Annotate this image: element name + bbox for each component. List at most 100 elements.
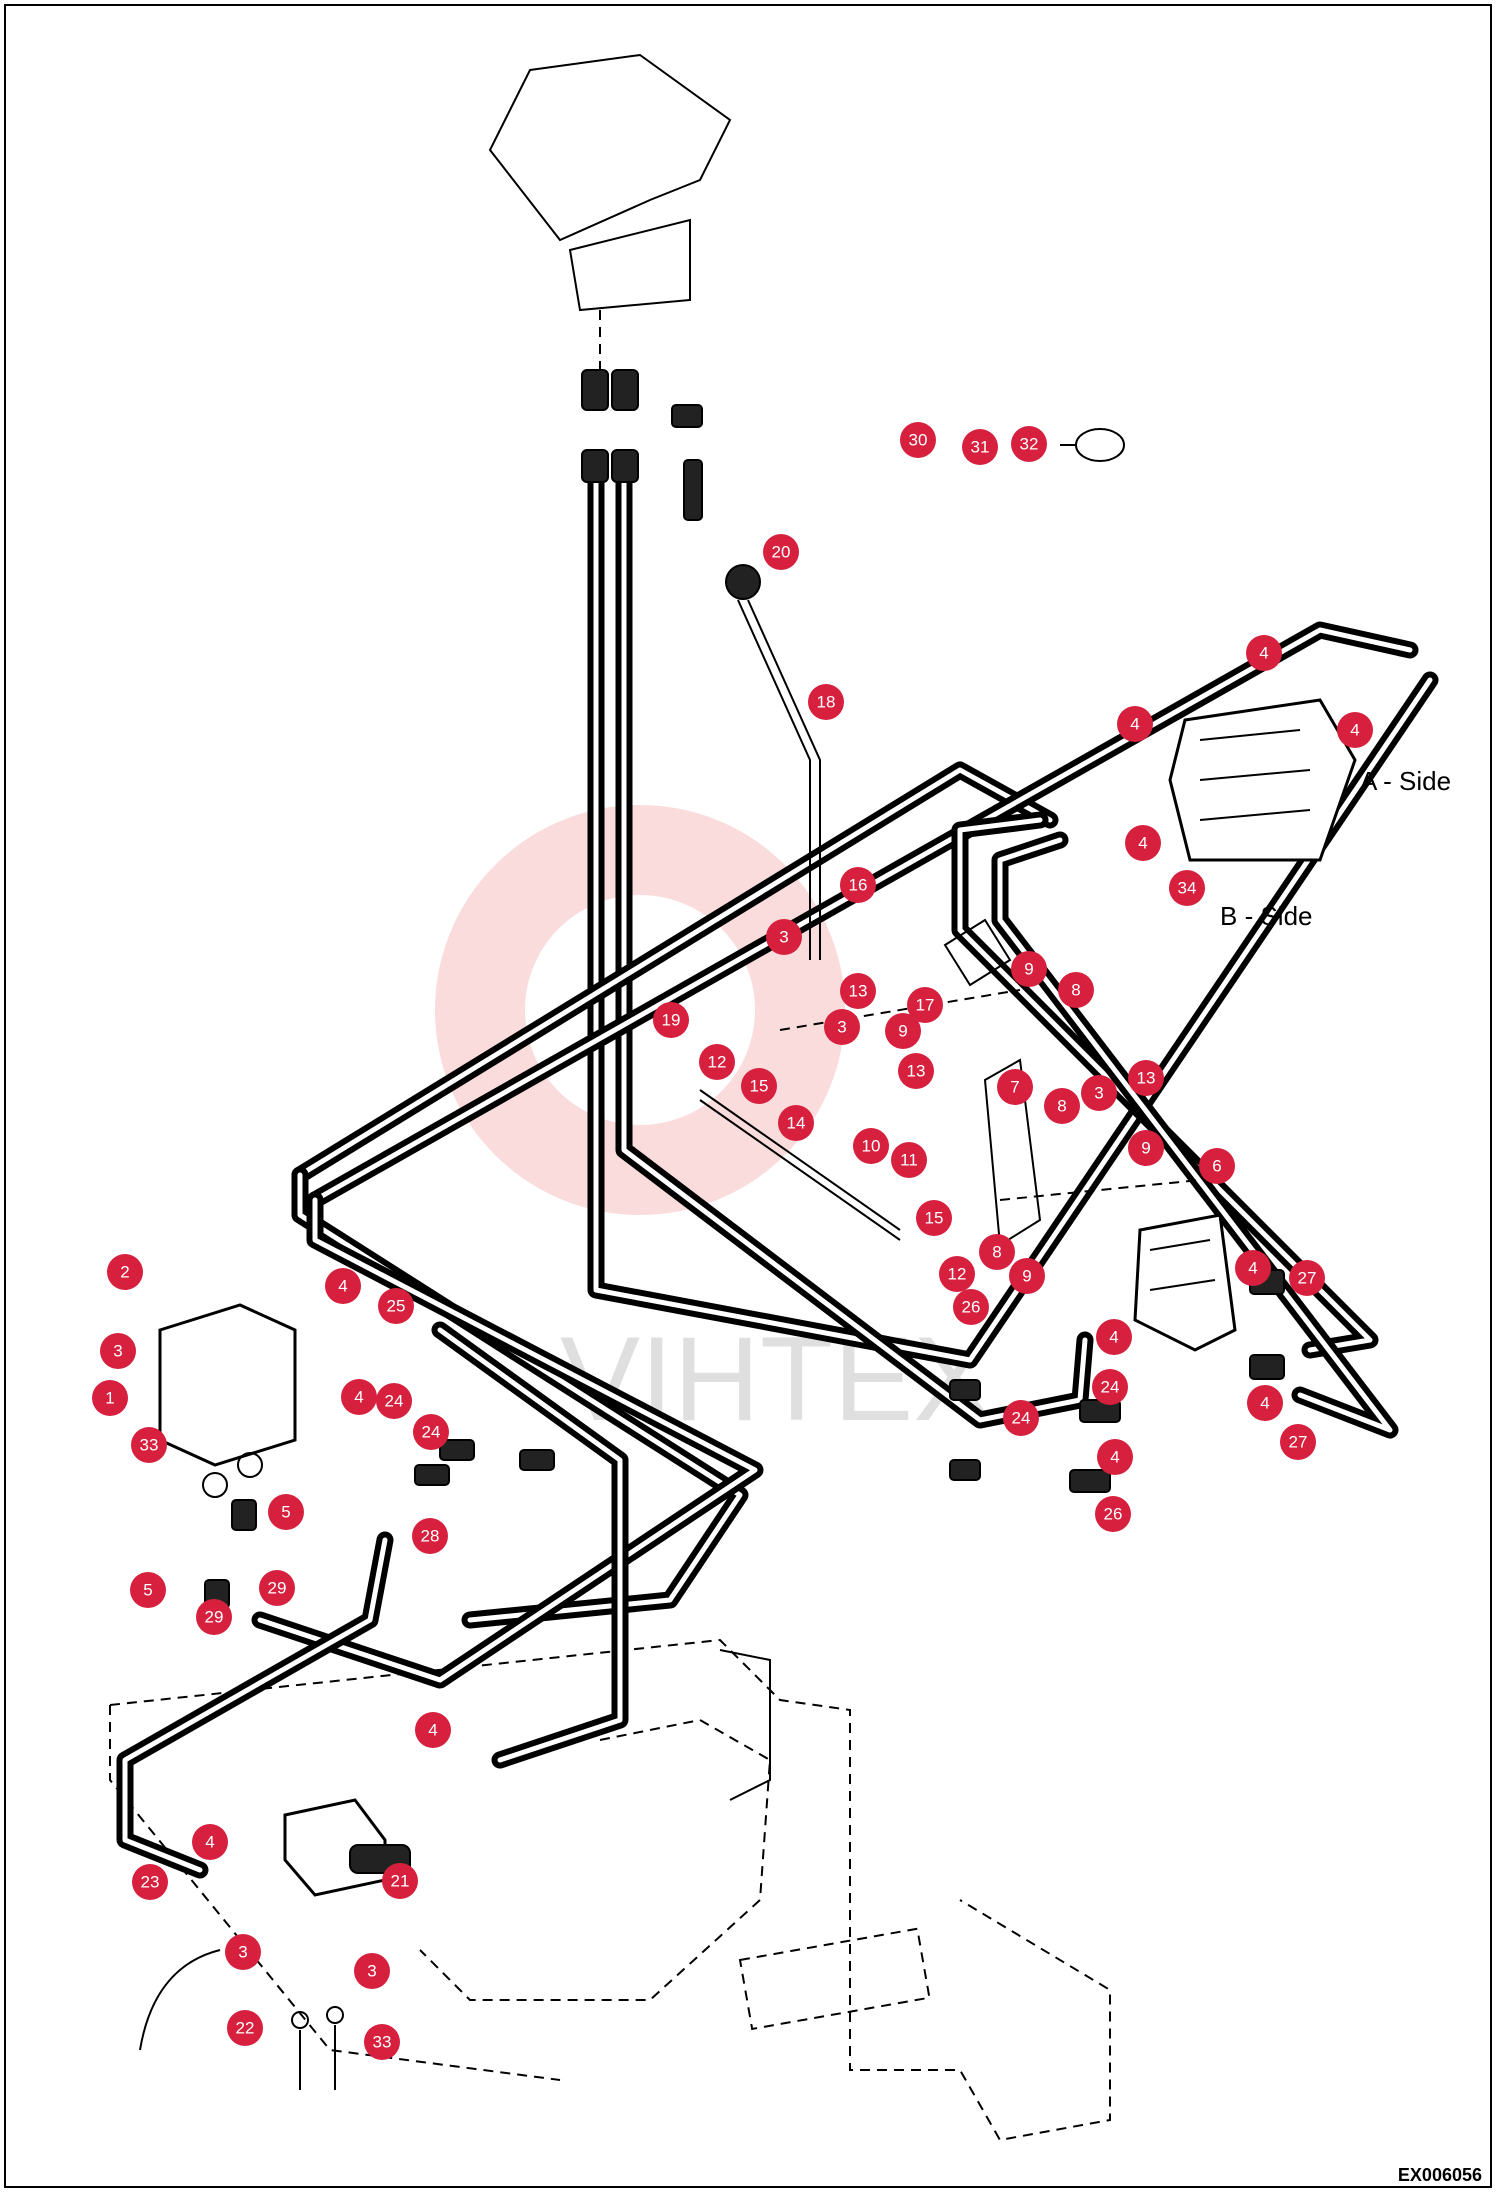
callout-c8c: 8 [979,1234,1015,1270]
callout-badge-circle [1169,870,1205,906]
callout-badge-circle [1247,1385,1283,1421]
callout-badge-circle [413,1414,449,1450]
callout-badge-circle [939,1256,975,1292]
callout-badge-circle [131,1427,167,1463]
callout-c3d: 3 [100,1333,136,1369]
callout-badge-circle [92,1380,128,1416]
callout-badge-label: 4 [338,1277,347,1296]
callout-c13c: 13 [1128,1060,1164,1096]
callout-badge-circle [853,1128,889,1164]
control-lever [725,564,821,960]
callout-badge-label: 25 [387,1297,406,1316]
callout-badge-circle [1095,1496,1131,1532]
side-label-a: A - Side [1360,766,1451,796]
callout-c24a: 24 [1092,1369,1128,1405]
hose-clamp [1060,428,1125,462]
callout-c8b: 8 [1044,1088,1080,1124]
callout-badge-label: 33 [140,1436,159,1455]
callout-c33a: 33 [131,1427,167,1463]
callout-badge-label: 1 [105,1389,114,1408]
pilot-valve-assembly [488,53,732,521]
callout-badge-circle [1044,1088,1080,1124]
callout-badge-circle [382,1863,418,1899]
callout-badge-label: 3 [238,1943,247,1962]
callout-c3c: 3 [1081,1075,1117,1111]
callout-badge-label: 3 [113,1342,122,1361]
callout-badge-circle [1235,1250,1271,1286]
callout-badge-label: 11 [900,1151,918,1170]
callout-c15b: 15 [916,1200,952,1236]
callout-badge-label: 2 [120,1263,129,1282]
callout-badge-label: 17 [916,996,935,1015]
callout-c3e: 3 [225,1934,261,1970]
callout-badge-circle [1125,825,1161,861]
callout-badge-label: 18 [817,693,836,712]
callout-badge-circle [741,1068,777,1104]
shuttle-valve-bracket [158,1303,297,1609]
callout-badge-label: 7 [1010,1078,1019,1097]
callout-badge-circle [1280,1424,1316,1460]
callout-badge-circle [840,973,876,1009]
callout-badge-label: 30 [909,431,928,450]
callout-c33b: 33 [364,2024,400,2060]
callout-c24b: 24 [1003,1400,1039,1436]
callout-c3b: 3 [824,1009,860,1045]
callout-badge-circle [130,1572,166,1608]
callout-badge-circle [962,429,998,465]
callout-badge-label: 4 [205,1833,214,1852]
callout-badge-label: 26 [1104,1505,1123,1524]
callout-badge-circle [1337,712,1373,748]
chassis-outline [109,1638,1111,2142]
callout-badge-label: 4 [1138,834,1147,853]
callout-badge-circle [1289,1260,1325,1296]
callout-badge-circle [415,1712,451,1748]
callout-badge-label: 9 [1141,1139,1150,1158]
callout-c4l: 4 [192,1824,228,1860]
callout-badge-circle [1096,1319,1132,1355]
valve-block [1133,1213,1237,1352]
callout-badge-label: 16 [849,876,868,895]
callout-c22: 22 [227,2010,263,2046]
drawing-frame [4,4,1492,2188]
callout-badge-label: 33 [373,2033,392,2052]
callout-badge-label: 4 [1260,1394,1269,1413]
callout-badge-circle [885,1013,921,1049]
callout-badge-circle [900,422,936,458]
callout-badge-label: 5 [281,1503,290,1522]
callout-badge-circle [808,684,844,720]
callout-badge-circle [1128,1060,1164,1096]
callout-badge-label: 4 [1110,1448,1119,1467]
callout-badge-circle [1246,635,1282,671]
pedal-linkage [699,918,1201,1247]
callout-c8a: 8 [1058,972,1094,1008]
callout-c12b: 12 [939,1256,975,1292]
callout-badge-circle [107,1254,143,1290]
callout-c13b: 13 [898,1053,934,1089]
callout-badge-label: 29 [268,1579,287,1598]
callout-badge-label: 29 [205,1608,224,1627]
callout-c4j: 4 [341,1379,377,1415]
drawing-code: EX006056 [1397,2165,1482,2185]
callout-badge-circle [364,2024,400,2060]
callout-badge-circle [378,1288,414,1324]
callout-c4d: 4 [1125,825,1161,861]
callout-c16: 16 [840,867,876,903]
callout-badge-label: 9 [898,1022,907,1041]
callout-badge-label: 15 [750,1077,769,1096]
callout-badge-label: 4 [354,1388,363,1407]
callout-badge-label: 28 [421,1527,440,1546]
callout-c26b: 26 [1095,1496,1131,1532]
callout-badge-label: 15 [925,1209,944,1228]
callout-c7: 7 [997,1069,1033,1105]
callout-badge-label: 26 [962,1298,981,1317]
callout-c27a: 27 [1289,1260,1325,1296]
callout-c4e: 4 [1235,1250,1271,1286]
callout-c2: 2 [107,1254,143,1290]
callout-badge-circle [132,1864,168,1900]
callout-badge-label: 13 [849,982,868,1001]
callout-c14: 14 [778,1105,814,1141]
callout-badge-label: 13 [1137,1069,1156,1088]
callout-c15a: 15 [741,1068,777,1104]
